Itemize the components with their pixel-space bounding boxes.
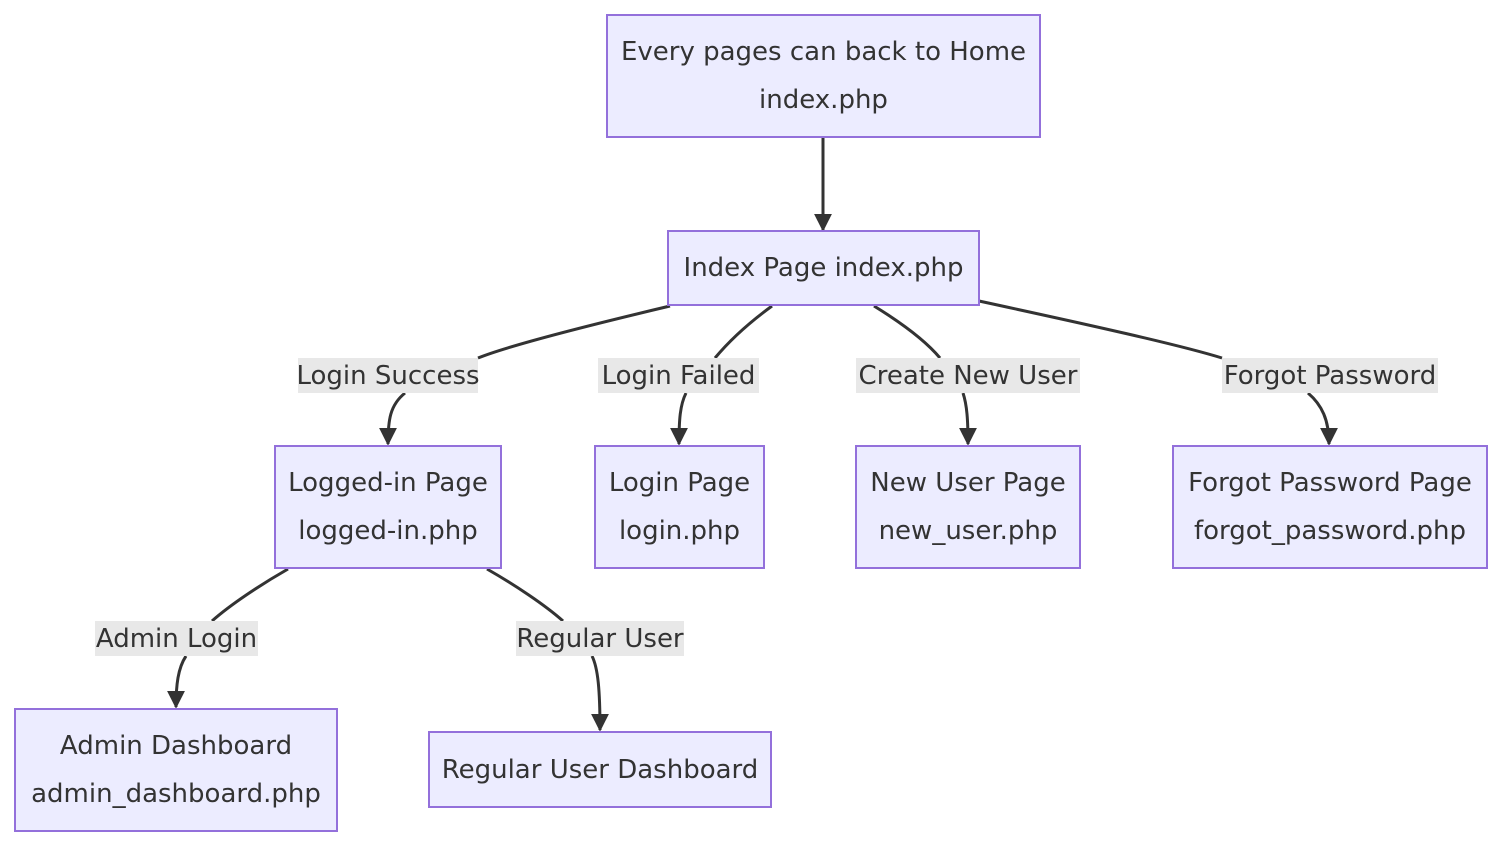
node-newuser-title: New User Page (870, 468, 1066, 498)
node-admin-file: admin_dashboard.php (31, 779, 321, 809)
node-newuser: New User Page new_user.php (855, 445, 1081, 569)
edge-index-to-loggedin (388, 304, 671, 444)
node-loggedin: Logged-in Page logged-in.php (274, 445, 502, 569)
node-loggedin-title: Logged-in Page (288, 468, 488, 498)
edge-label-login-failed: Login Failed (598, 358, 759, 393)
edge-loggedin-to-admin (176, 567, 289, 707)
node-index: Index Page index.php (667, 230, 980, 306)
edge-label-regular-user: Regular User (516, 621, 684, 656)
edge-loggedin-to-regular (486, 567, 600, 730)
edge-label-login-success: Login Success (296, 358, 480, 393)
edge-index-to-forgot (978, 299, 1329, 444)
node-home-title: Every pages can back to Home (620, 37, 1027, 67)
node-home: Every pages can back to Home index.php (606, 14, 1041, 138)
edge-label-forgot-password: Forgot Password (1222, 358, 1438, 393)
node-newuser-file: new_user.php (878, 516, 1058, 546)
edge-index-to-newuser (873, 304, 968, 444)
node-forgot-title: Forgot Password Page (1188, 468, 1472, 498)
edge-label-admin-login: Admin Login (95, 621, 258, 656)
node-home-file: index.php (759, 85, 888, 115)
node-forgot-file: forgot_password.php (1193, 516, 1467, 546)
node-login-title: Login Page (608, 468, 751, 498)
node-login: Login Page login.php (594, 445, 765, 569)
node-admin: Admin Dashboard admin_dashboard.php (14, 708, 338, 832)
node-regular: Regular User Dashboard (428, 731, 772, 808)
node-loggedin-file: logged-in.php (298, 516, 478, 546)
node-regular-title: Regular User Dashboard (441, 754, 759, 785)
node-admin-title: Admin Dashboard (59, 731, 293, 761)
node-index-title: Index Page index.php (683, 253, 964, 283)
node-login-file: login.php (618, 516, 741, 546)
edge-label-create-new-user: Create New User (856, 358, 1080, 393)
edge-index-to-login (679, 304, 773, 444)
node-forgot: Forgot Password Page forgot_password.php (1172, 445, 1488, 569)
